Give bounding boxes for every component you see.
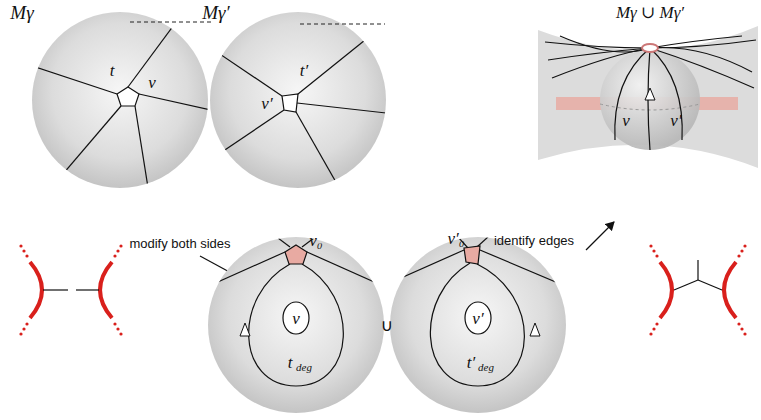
space-label: Mγ (10, 3, 33, 22)
vertex-label: v′ (261, 95, 272, 112)
disk-m-gamma-prime (205, 12, 395, 198)
vertex-label: v₀ (309, 232, 322, 249)
disk-m-gamma (20, 10, 220, 200)
edge-sketch-after (649, 244, 746, 335)
step-label: identify edges (494, 234, 574, 247)
vertex-label: v (148, 74, 156, 91)
disk-modified-left (200, 226, 392, 413)
vertex-label: v (622, 112, 630, 129)
face-label: t′ (300, 62, 308, 79)
space-label: Mγ ∪ Mγ′ (616, 4, 684, 21)
edge-sketch-before (19, 244, 122, 335)
vertex-label: v (292, 310, 300, 327)
face-label: t (288, 354, 293, 371)
step-label: modify both sides (129, 237, 230, 250)
vertex-label: v′₀ (447, 230, 464, 247)
vertex-label: v′ (670, 112, 681, 129)
space-label: Mγ′ (202, 3, 229, 22)
face-label: t′ (467, 354, 475, 371)
vertex-label: v′ (472, 310, 483, 327)
disk-modified-right (385, 226, 570, 413)
face-subscript: deg (478, 362, 494, 373)
glued-manifold (538, 26, 758, 168)
face-subscript: deg (296, 362, 312, 373)
union-symbol: ∪ (381, 317, 393, 334)
step-arrow (586, 222, 614, 250)
face-label: t (110, 62, 115, 79)
